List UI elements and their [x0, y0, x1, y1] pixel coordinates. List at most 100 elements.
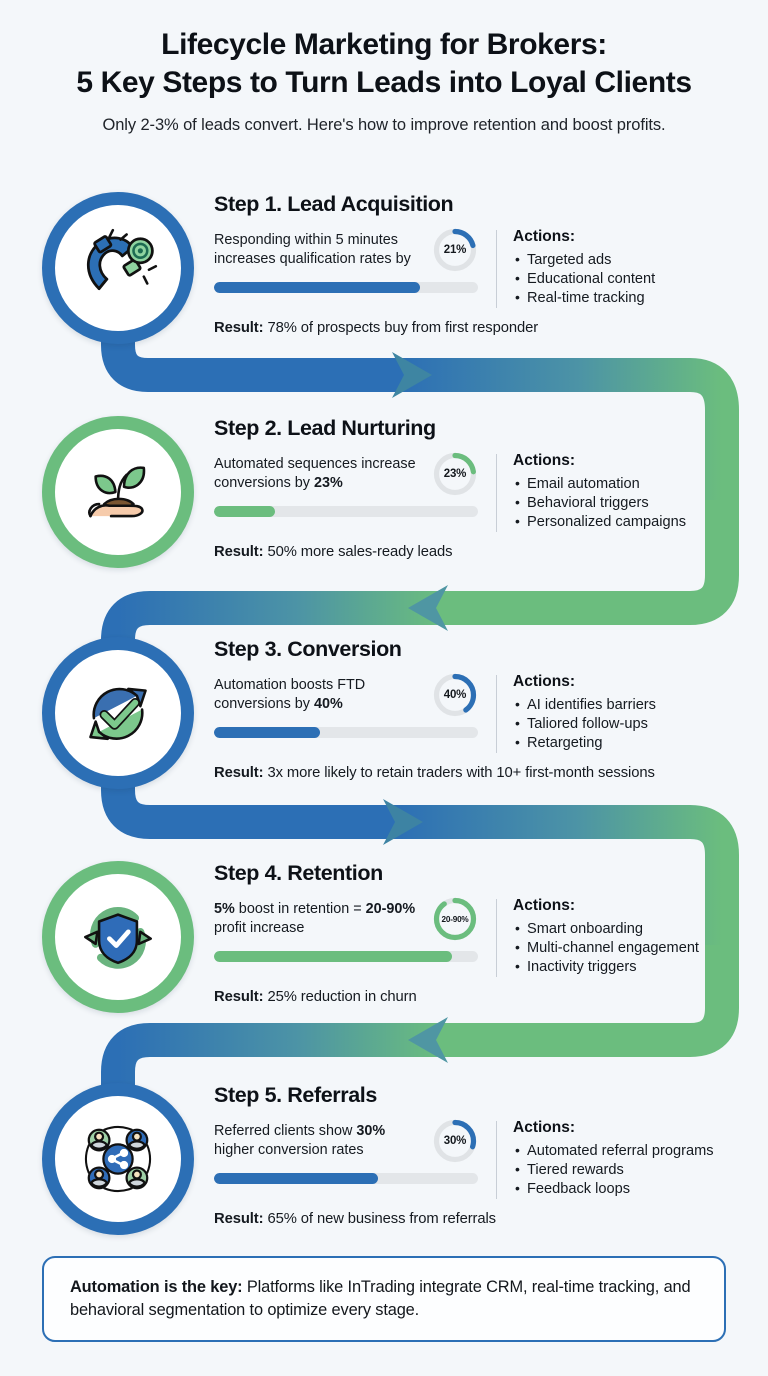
ribbon-arrowhead-1	[392, 352, 432, 398]
step-lead-nurturing-title: Step 2. Lead Nurturing	[214, 416, 436, 440]
step-lead-acquisition-metric-row: Responding within 5 minutes increases qu…	[214, 227, 482, 273]
step-lead-nurturing-metric-row: Automated sequences increase conversions…	[214, 451, 482, 497]
step-retention-body: Step 4. Retention 5% boost in retention …	[214, 861, 768, 1005]
step-retention-result-label: Result:	[214, 988, 264, 1005]
step-lead-acquisition-result: Result: 78% of prospects buy from first …	[214, 320, 768, 336]
step-conversion-result-value: 3x more likely to retain traders with 10…	[267, 764, 655, 781]
step-referrals-result-value: 65% of new business from referrals	[267, 1210, 496, 1227]
step-lead-nurturing-detail-row: Automated sequences increase conversions…	[214, 451, 768, 532]
step-referrals-action-item-3: Feedback loops	[513, 1179, 768, 1199]
stat-text: boost in retention =	[234, 900, 366, 917]
footer-bold-label: Automation is the key:	[70, 1277, 243, 1296]
step-lead-nurturing-result-label: Result:	[214, 543, 264, 560]
step-conversion-actions: Actions: AI identifies barriersTaliored …	[513, 672, 768, 753]
step-lead-nurturing-actions: Actions: Email automationBehavioral trig…	[513, 451, 768, 532]
step-retention-result: Result: 25% reduction in churn	[214, 989, 768, 1005]
stat-text: Responding within 5 minutes increases qu…	[214, 231, 411, 267]
step-lead-acquisition-detail-row: Responding within 5 minutes increases qu…	[214, 227, 768, 308]
step-retention-action-item-3: Inactivity triggers	[513, 957, 768, 977]
step-referrals-donut-label: 30%	[443, 1135, 467, 1147]
step-retention-actions-list: Smart onboardingMulti-channel engagement…	[513, 919, 768, 977]
page-subtitle: Only 2-3% of leads convert. Here's how t…	[102, 115, 666, 134]
step-lead-acquisition-donut-label: 21%	[443, 244, 467, 256]
step-lead-acquisition-icon-circle	[42, 192, 194, 344]
step-lead-acquisition-result-label: Result:	[214, 319, 264, 336]
referral-network-icon	[75, 1116, 161, 1202]
step-lead-acquisition-action-item-1: Targeted ads	[513, 250, 768, 270]
step-conversion-title: Step 3. Conversion	[214, 637, 402, 661]
step-lead-acquisition-result-value: 78% of prospects buy from first responde…	[267, 319, 539, 336]
shield-refresh-icon	[75, 894, 161, 980]
step-lead-acquisition-statement: Responding within 5 minutes increases qu…	[214, 231, 424, 269]
magnet-target-icon	[75, 225, 161, 311]
step-conversion-body: Step 3. Conversion Automation boosts FTD…	[214, 637, 768, 781]
step-referrals-metrics: Referred clients show 30% higher convers…	[214, 1118, 482, 1184]
stat-text-2: profit increase	[214, 920, 305, 936]
ribbon-arrowhead-3	[383, 799, 423, 845]
stat-text: Referred clients show	[214, 1122, 357, 1139]
step-referrals-donut-chart: 30%	[432, 1118, 478, 1164]
footer-body: Platforms like InTrading integrate CRM, …	[70, 1277, 691, 1319]
step-retention-donut-label: 20-90%	[441, 914, 469, 924]
step-referrals-actions-list: Automated referral programsTiered reward…	[513, 1141, 768, 1199]
step-retention-metrics: 5% boost in retention = 20-90% profit in…	[214, 896, 482, 962]
step-retention-metric-row: 5% boost in retention = 20-90% profit in…	[214, 896, 482, 942]
step-lead-nurturing-result: Result: 50% more sales-ready leads	[214, 544, 768, 560]
step-referrals-result-label: Result:	[214, 1210, 264, 1227]
step-retention-detail-row: 5% boost in retention = 20-90% profit in…	[214, 896, 768, 977]
header: Lifecycle Marketing for Brokers: 5 Key S…	[0, 0, 768, 135]
step-conversion-progress-bar	[214, 727, 478, 738]
step-conversion-donut-label: 40%	[443, 689, 467, 701]
step-retention-progress-bar	[214, 951, 478, 962]
step-referrals-action-item-2: Tiered rewards	[513, 1160, 768, 1180]
step-referrals-actions: Actions: Automated referral programsTier…	[513, 1118, 768, 1199]
stat-text-2: higher conversion rates	[214, 1142, 364, 1158]
step-retention-statement: 5% boost in retention = 20-90% profit in…	[214, 900, 424, 938]
step-retention-divider	[496, 899, 497, 977]
refresh-check-icon	[75, 670, 161, 756]
step-referrals-result: Result: 65% of new business from referra…	[214, 1211, 768, 1227]
step-lead-acquisition-title: Step 1. Lead Acquisition	[214, 192, 454, 216]
stat-bold: 30%	[356, 1122, 386, 1139]
step-lead-nurturing-body: Step 2. Lead Nurturing Automated sequenc…	[214, 416, 768, 560]
stat-text: Automated sequences increase conversions…	[214, 455, 416, 491]
step-referrals-action-item-1: Automated referral programs	[513, 1141, 768, 1161]
step-conversion-donut-chart: 40%	[432, 672, 478, 718]
step-lead-nurturing-actions-list: Email automationBehavioral triggersPerso…	[513, 474, 768, 532]
step-referrals-title: Step 5. Referrals	[214, 1083, 377, 1107]
step-lead-nurturing-donut-label: 23%	[443, 468, 467, 480]
step-lead-nurturing-result-value: 50% more sales-ready leads	[267, 543, 453, 560]
step-conversion-result-label: Result:	[214, 764, 264, 781]
stat-bold: 23%	[313, 475, 343, 491]
step-lead-acquisition-divider	[496, 230, 497, 308]
page-title-line-1: Lifecycle Marketing for Brokers:	[161, 28, 607, 61]
step-lead-acquisition-actions-list: Targeted adsEducational contentReal-time…	[513, 250, 768, 308]
step-lead-nurturing-icon-circle	[42, 416, 194, 568]
step-conversion-divider	[496, 675, 497, 753]
step-conversion-action-item-3: Retargeting	[513, 733, 768, 753]
page-title-line-2: 5 Key Steps to Turn Leads into Loyal Cli…	[76, 66, 692, 100]
step-conversion-statement: Automation boosts FTD conversions by 40%	[214, 676, 424, 714]
step-referrals-progress-bar	[214, 1173, 478, 1184]
step-lead-acquisition-action-item-2: Educational content	[513, 269, 768, 289]
stat-bold-2: 20-90%	[365, 900, 416, 917]
step-referrals-actions-heading: Actions:	[513, 1119, 575, 1136]
step-retention-actions-heading: Actions:	[513, 897, 575, 914]
step-retention-title: Step 4. Retention	[214, 861, 383, 885]
step-lead-acquisition-actions: Actions: Targeted adsEducational content…	[513, 227, 768, 308]
step-conversion-actions-heading: Actions:	[513, 673, 575, 690]
footer-text: Automation is the key: Platforms like In…	[70, 1276, 698, 1323]
stat-bold: 40%	[313, 696, 343, 712]
step-conversion-actions-list: AI identifies barriersTaliored follow-up…	[513, 695, 768, 753]
step-referrals-divider	[496, 1121, 497, 1199]
step-retention-result-value: 25% reduction in churn	[267, 988, 417, 1005]
step-lead-acquisition-action-item-3: Real-time tracking	[513, 288, 768, 308]
step-lead-acquisition-body: Step 1. Lead Acquisition Responding with…	[214, 192, 768, 336]
step-referrals-statement: Referred clients show 30% higher convers…	[214, 1122, 424, 1160]
step-lead-acquisition-donut-chart: 21%	[432, 227, 478, 273]
step-lead-nurturing-statement: Automated sequences increase conversions…	[214, 455, 424, 493]
ribbon-arrowhead-2	[408, 585, 448, 631]
stat-bold: 5%	[214, 900, 235, 917]
step-conversion-action-item-2: Taliored follow-ups	[513, 714, 768, 734]
